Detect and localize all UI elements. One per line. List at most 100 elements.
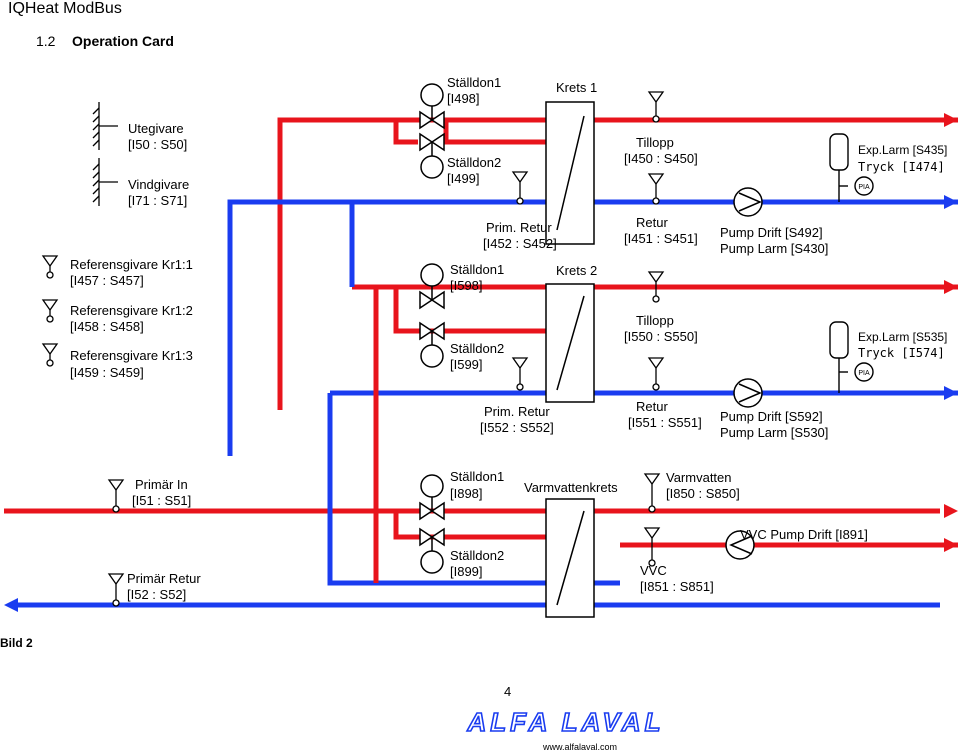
ref2-sensor-code: [I458 : S458] [70, 319, 144, 334]
circuit2-exp-alarm: Exp.Larm [S535] [858, 330, 948, 344]
heat-exchanger-circuit1-icon [545, 101, 595, 245]
heat-exchanger-circuit2-icon [545, 283, 595, 403]
vvc-pump-icon [725, 530, 755, 560]
section-number: 1.2 [36, 33, 56, 49]
circuit1-expansion-vessel-icon [829, 133, 874, 202]
app-title: IQHeat ModBus [8, 0, 122, 17]
hot-water-name: Varmvatten [666, 470, 732, 485]
circuit1-prim-return-sensor-icon [511, 171, 529, 205]
hot-water-return-pipe [327, 393, 620, 586]
circuit2-actuator2-code: [I599] [450, 357, 483, 372]
circuit1-title: Krets 1 [556, 80, 598, 95]
hot-water-code: [I850 : S850] [666, 486, 740, 501]
circuit2-supply-code: [I550 : S550] [624, 329, 698, 344]
outdoor-sensor-name: Utegivare [128, 121, 184, 136]
circuit1-exp-alarm: Exp.Larm [S435] [858, 143, 948, 157]
vvc-sensor-code: [I851 : S851] [640, 579, 714, 594]
ref1-sensor-icon [41, 255, 59, 279]
circuit1-actuator2-code: [I499] [447, 171, 480, 186]
circuit1-supply-pipe [277, 117, 958, 410]
circuit1-return-code: [I451 : S451] [624, 231, 698, 246]
circuit1-return-pipe [227, 199, 958, 456]
circuit2-actuator1-code: [I598] [450, 278, 483, 293]
primary-return-code: [I52 : S52] [127, 587, 187, 602]
vvc-pump-run: VVC Pump Drift [I891] [740, 527, 868, 542]
ref3-sensor-code: [I459 : S459] [70, 365, 144, 380]
vvc-sensor-icon [643, 527, 661, 567]
ref2-sensor-icon [41, 299, 59, 323]
circuit2-prim-return-sensor-icon [511, 357, 529, 391]
outdoor-sensor-icon [92, 102, 118, 150]
hot-water-valve2-icon [419, 527, 445, 574]
alfa-laval-logo-wordmark: ALFA LAVAL [467, 707, 665, 737]
hot-water-actuator-loop [393, 511, 546, 540]
circuit2-valve1-icon [419, 263, 445, 310]
circuit1-supply-arrow-icon [944, 113, 958, 127]
circuit1-prim-return-code: [I452 : S452] [483, 236, 557, 251]
pipes [4, 117, 958, 608]
circuit2-title: Krets 2 [556, 263, 598, 278]
circuit2-supply-name: Tillopp [636, 313, 674, 328]
hot-water-actuator1-code: [I898] [450, 486, 483, 501]
circuit2-pump-icon [733, 378, 763, 408]
circuit2-pump-run: Pump Drift [S592] [720, 409, 823, 424]
circuit1-valve2-icon [419, 132, 445, 179]
circuit1-supply-sensor-icon [647, 91, 665, 123]
hot-water-sensor-icon [643, 473, 661, 513]
circuit2-return-code: [I551 : S551] [628, 415, 702, 430]
primary-return-arrow-icon [4, 598, 18, 612]
alfa-laval-logo: ALFA LAVAL www.alfalaval.com [466, 706, 665, 752]
primary-return-name: Primär Retur [127, 571, 201, 586]
circuit1-return-arrow-icon [944, 195, 958, 209]
circuit1-actuator2-name: Ställdon2 [447, 155, 502, 170]
ref3-sensor-icon [41, 343, 59, 367]
circuit2-pump-alarm: Pump Larm [S530] [720, 425, 829, 440]
circuit2-prim-return-code: [I552 : S552] [480, 420, 554, 435]
circuit1-pump-run: Pump Drift [S492] [720, 225, 823, 240]
circuit1-prim-return-name: Prim. Retur [486, 220, 552, 235]
ref1-sensor-code: [I457 : S457] [70, 273, 144, 288]
wind-sensor-name: Vindgivare [128, 177, 190, 192]
ref2-sensor-name: Referensgivare Kr1:2 [70, 303, 193, 318]
circuit2-actuator2-name: Ställdon2 [450, 341, 505, 356]
circuit2-return-sensor-icon [647, 357, 665, 391]
circuit2-return-name: Retur [636, 399, 668, 414]
page-number: 4 [504, 684, 512, 699]
circuit2-pia-label: PIA [858, 370, 870, 377]
section-title: Operation Card [72, 33, 174, 49]
circuit1-actuator-loop [443, 120, 546, 145]
primary-return-sensor-icon [107, 573, 125, 607]
circuit2-valve2-icon [419, 321, 445, 368]
primary-in-sensor-icon [107, 479, 125, 513]
circuit1-return-sensor-icon [647, 173, 665, 205]
alfa-laval-url: www.alfalaval.com [542, 742, 617, 752]
circuit2-actuator1-name: Ställdon1 [450, 262, 505, 277]
circuit1-actuator-loop-top [393, 120, 418, 145]
ref3-sensor-name: Referensgivare Kr1:3 [70, 348, 193, 363]
hot-water-actuator1-name: Ställdon1 [450, 469, 505, 484]
vvc-sensor-name: VVC [640, 563, 667, 578]
circuit1-return-name: Retur [636, 215, 668, 230]
outdoor-sensor-code: [I50 : S50] [128, 137, 188, 152]
hot-water-valve1-icon [419, 474, 445, 521]
circuit1-supply-code: [I450 : S450] [624, 151, 698, 166]
circuit1-pump-alarm: Pump Larm [S430] [720, 241, 829, 256]
circuit1-pia-label: PIA [858, 184, 870, 191]
hot-water-arrow-icon [944, 538, 958, 552]
circuit2-supply-arrow-icon [944, 280, 958, 294]
heat-exchanger-hot-water-icon [545, 498, 595, 618]
circuit2-supply-sensor-icon [647, 271, 665, 303]
hot-water-actuator2-name: Ställdon2 [450, 548, 505, 563]
primary-in-name: Primär In [135, 477, 188, 492]
circuit2-expansion-vessel-icon [829, 321, 874, 393]
circuit1-actuator1-code: [I498] [447, 91, 480, 106]
figure-label: Bild 2 [0, 636, 33, 650]
hot-water-actuator2-code: [I899] [450, 564, 483, 579]
wind-sensor-code: [I71 : S71] [128, 193, 188, 208]
circuit2-return-arrow-icon [944, 386, 958, 400]
ref1-sensor-name: Referensgivare Kr1:1 [70, 257, 193, 272]
circuit1-actuator1-name: Ställdon1 [447, 75, 502, 90]
hot-water-title: Varmvattenkrets [524, 480, 618, 495]
